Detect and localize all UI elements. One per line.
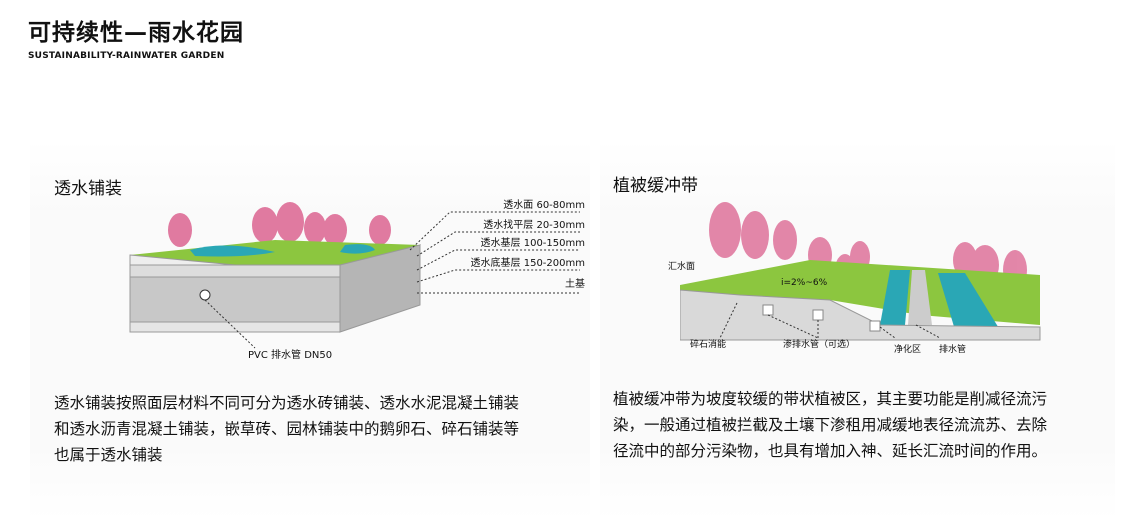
buffer-strip-heading: 植被缓冲带 — [613, 176, 698, 196]
page-title: 可持续性—雨水花园 — [28, 20, 244, 46]
paragraph-line: 透水铺装按照面层材料不同可分为透水砖铺装、透水水泥混凝土铺装 — [54, 394, 520, 412]
layer-label: 透水底基层 150-200mm — [470, 258, 585, 269]
layer-label: 透水面 60-80mm — [503, 200, 585, 211]
slope-label: i=2%~6% — [781, 278, 828, 288]
paragraph-line: 和透水沥青混凝土铺装，嵌草砖、园林铺装中的鹅卵石、碎石铺装等 — [54, 420, 520, 438]
layer-label: 透水基层 100-150mm — [480, 238, 585, 249]
seepage-pipe-label: 渗排水管（可选） — [783, 340, 856, 350]
layer-label: 土基 — [565, 279, 585, 290]
paragraph-line: 也属于透水铺装 — [54, 446, 163, 464]
tree-icon — [168, 202, 391, 247]
layer-label: 透水找平层 20-30mm — [483, 220, 585, 231]
permeable-paving-description: 透水铺装按照面层材料不同可分为透水砖铺装、透水水泥混凝土铺装 和透水沥青混凝土铺… — [54, 390, 589, 468]
permeable-paving-heading: 透水铺装 — [54, 179, 122, 199]
drain-pipe-label: 排水管 — [939, 345, 967, 355]
buffer-strip-diagram — [680, 202, 1041, 341]
buffer-strip-description: 植被缓冲带为坡度较缓的带状植被区，其主要功能是削减径流污 染，一般通过植被拦截及… — [613, 386, 1113, 464]
gravel-label: 碎石消能 — [690, 340, 727, 350]
pipe-icon — [199, 289, 211, 301]
paragraph-line: 径流中的部分污染物，也具有增加入神、延长汇流时间的作用。 — [613, 442, 1048, 460]
paragraph-line: 植被缓冲带为坡度较缓的带状植被区，其主要功能是削减径流污 — [613, 390, 1048, 408]
catchment-label: 汇水面 — [668, 262, 696, 272]
permeable-paving-diagram — [129, 202, 580, 349]
page-subtitle: SUSTAINABILITY-RAINWATER GARDEN — [28, 51, 225, 61]
paragraph-line: 染，一般通过植被拦截及土壤下渗租用减缓地表径流流苏、去除 — [613, 416, 1048, 434]
purify-zone-label: 净化区 — [894, 345, 922, 355]
pipe-label: PVC 排水管 DN50 — [248, 350, 333, 361]
